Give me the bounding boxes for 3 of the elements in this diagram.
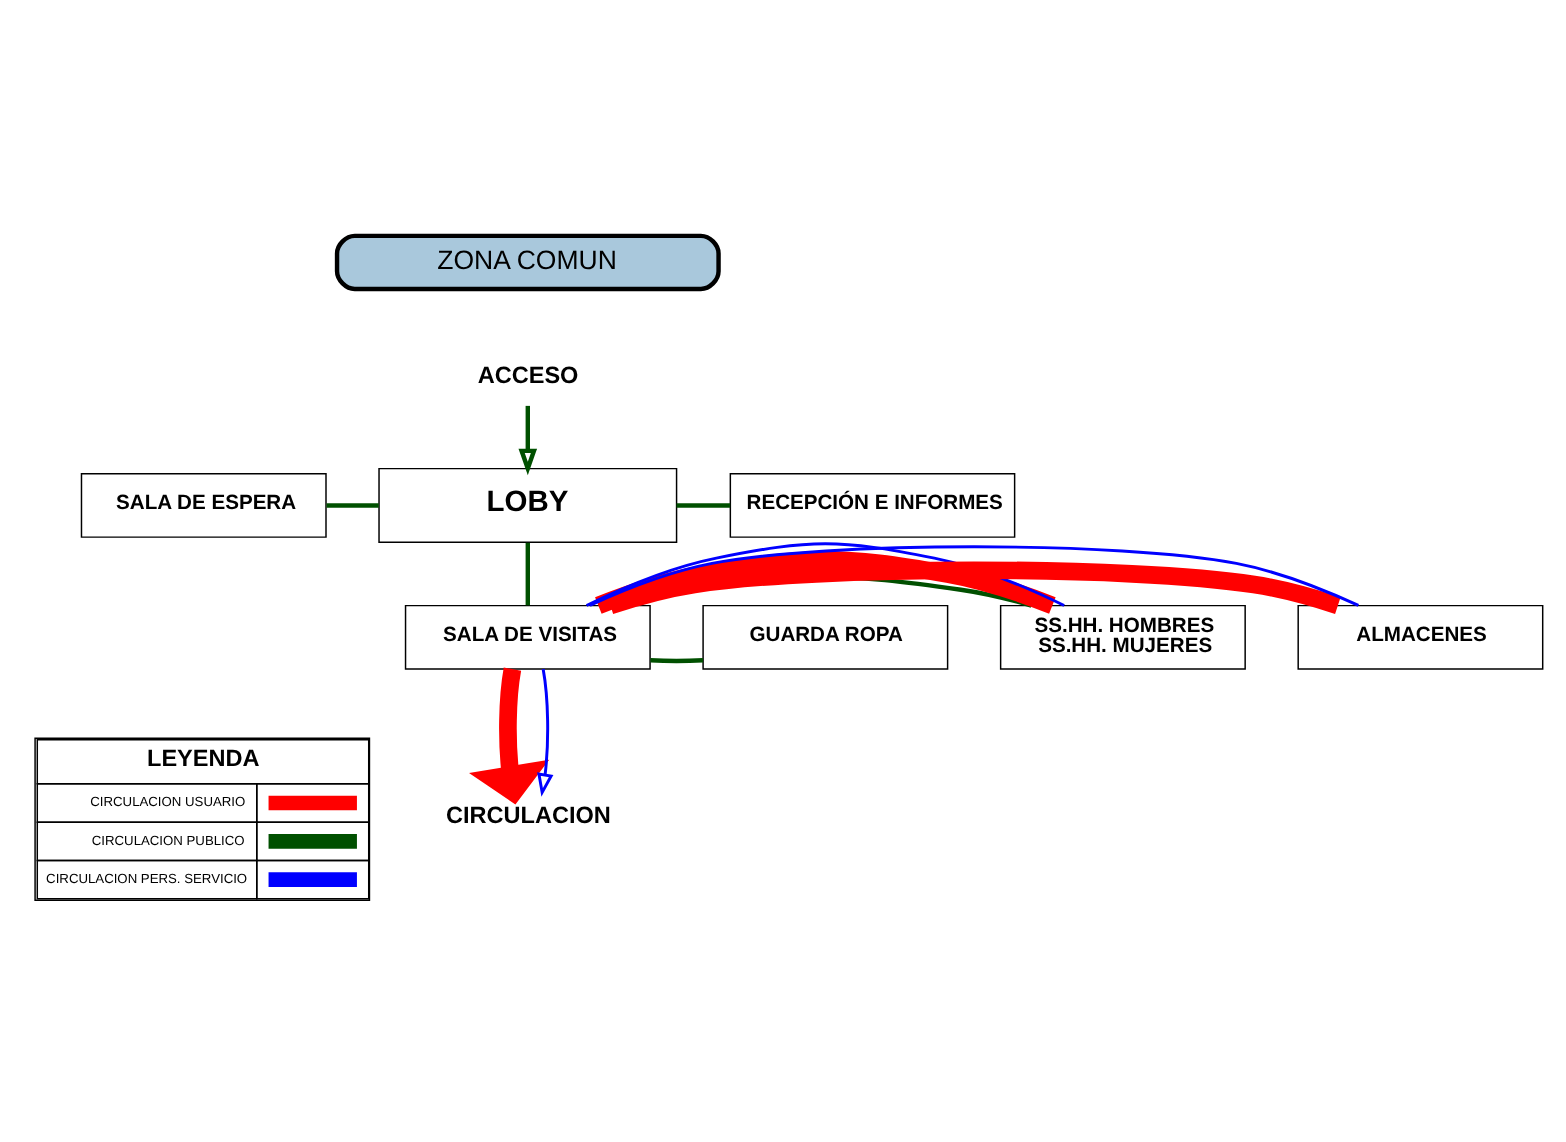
node-text: CIRCULACION [446,803,611,830]
node-text: ACCESO [477,362,579,389]
label: LEYENDA [147,745,260,772]
